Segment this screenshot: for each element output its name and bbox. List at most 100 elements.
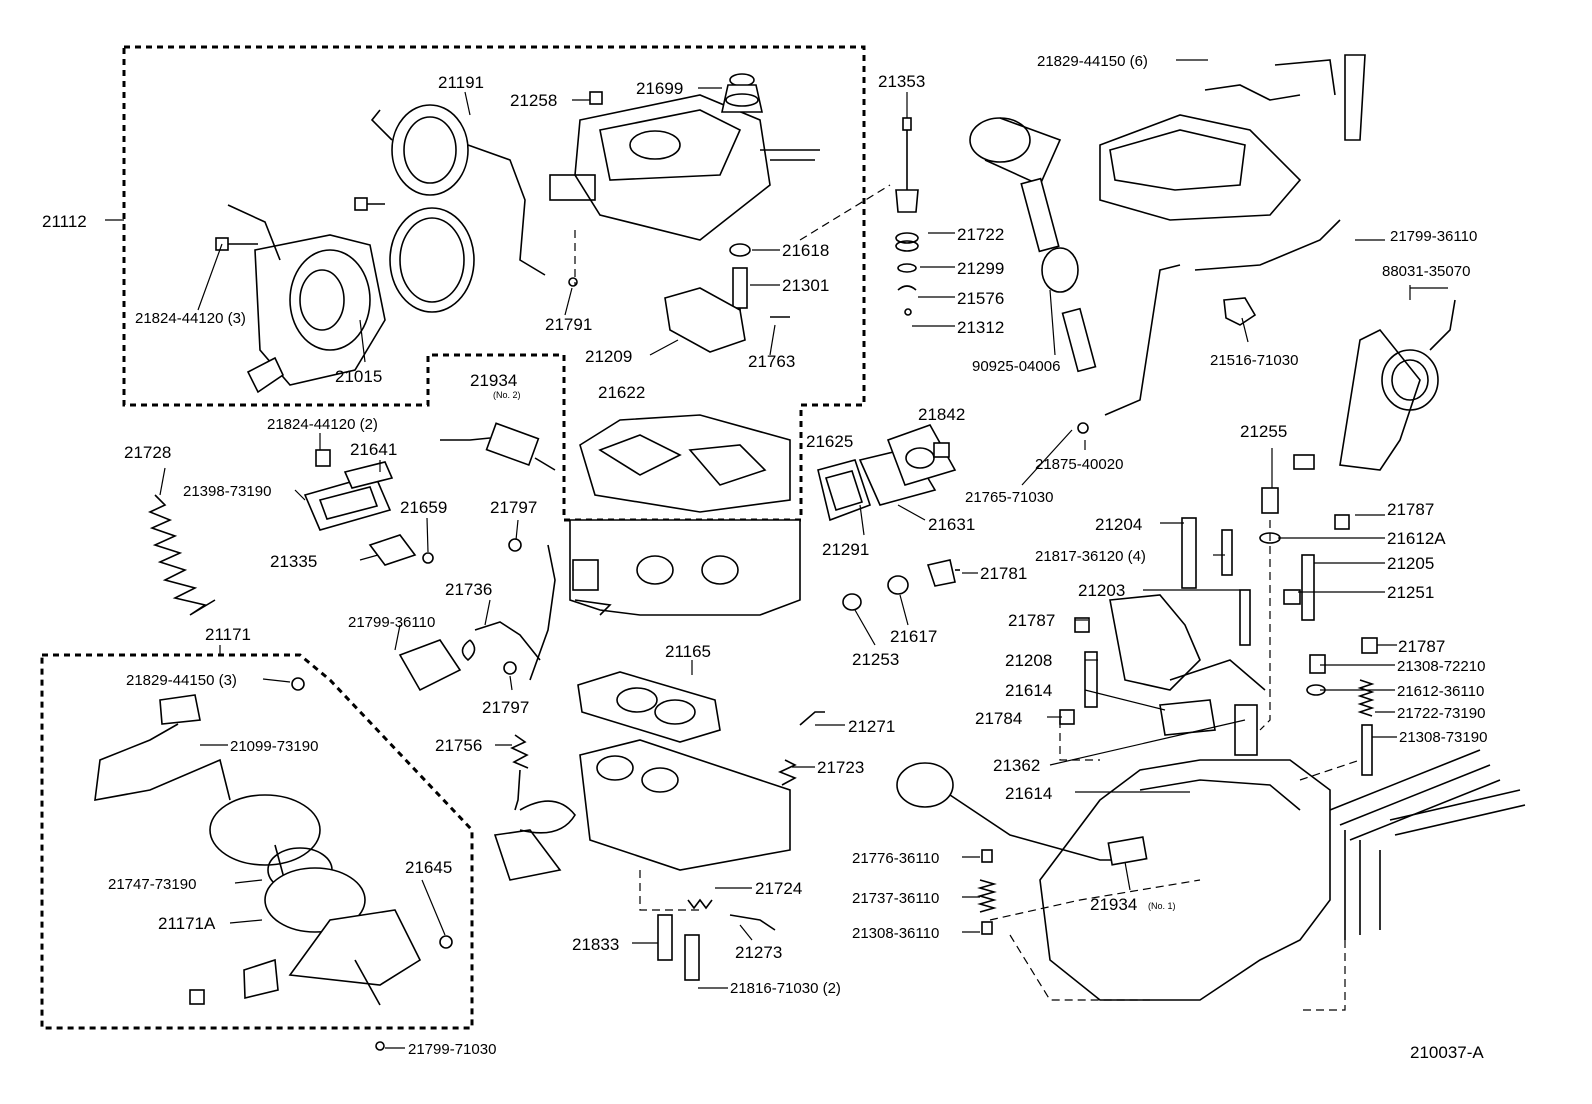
- part-label: (No. 2): [493, 390, 521, 400]
- valve-21335-part: [368, 534, 417, 566]
- part-label: 21271: [848, 717, 895, 736]
- link-rod-part: [1104, 264, 1181, 416]
- part-label: 21722-73190: [1397, 705, 1485, 722]
- top-bracket-part: [1099, 54, 1366, 271]
- part-label: 21353: [878, 72, 925, 91]
- clamp-part: [1223, 297, 1257, 326]
- part-label: 21875-40020: [1035, 456, 1123, 473]
- part-label: 21787: [1398, 637, 1445, 656]
- part-label: 21934: [470, 371, 517, 390]
- part-label: 21784: [975, 709, 1022, 728]
- needle-valve-part: [895, 117, 919, 316]
- part-label: 21797: [482, 698, 529, 717]
- part-label: 21791: [545, 315, 592, 334]
- part-label: 21817-36120 (4): [1035, 548, 1146, 565]
- choke-link-part: [398, 538, 556, 692]
- part-label: 21301: [782, 276, 829, 295]
- air-horn-part: [549, 94, 820, 241]
- part-label: 21724: [755, 879, 802, 898]
- part-label: 21842: [918, 405, 965, 424]
- part-label: 21829-44150 (6): [1037, 53, 1148, 70]
- part-label: 21576: [957, 289, 1004, 308]
- part-label: 21765-71030: [965, 489, 1053, 506]
- part-label: 21205: [1387, 554, 1434, 573]
- part-label: 21299: [957, 259, 1004, 278]
- part-label: 21631: [928, 515, 975, 534]
- part-label: 21308-72210: [1397, 658, 1485, 675]
- part-label: 21612-36110: [1397, 683, 1484, 700]
- part-label: 21736: [445, 580, 492, 599]
- gasket-21622-part: [579, 414, 791, 513]
- diaphragm-assembly-part: [94, 677, 453, 1006]
- vacuum-hoses-part: [1329, 749, 1526, 940]
- diagram-code: 210037-A: [1410, 1043, 1484, 1062]
- part-label: 21728: [124, 443, 171, 462]
- part-label: 88031-35070: [1382, 263, 1470, 280]
- choke-housing-part: [227, 204, 386, 394]
- part-label: 21209: [585, 347, 632, 366]
- part-labels: 21112 21191 21258 21699 21353 21829-4415…: [42, 53, 1487, 1062]
- part-label: 21208: [1005, 651, 1052, 670]
- throttle-positioner-part: [370, 104, 546, 276]
- part-label: 21614: [1005, 784, 1052, 803]
- screw-part: [215, 197, 385, 251]
- stack-pin-part: [977, 849, 997, 935]
- vacuum-actuator-part: [1293, 299, 1456, 471]
- part-label: 21191: [438, 73, 484, 92]
- part-label: 21787: [1008, 611, 1055, 630]
- boot-part: [721, 73, 763, 113]
- part-label: 21612A: [1387, 529, 1446, 548]
- part-label: 21645: [405, 858, 452, 877]
- part-label: 21258: [510, 91, 557, 110]
- spacer-21165-part: [577, 671, 721, 743]
- intake-manifold-part: [1039, 594, 1331, 1001]
- part-label: 21747-73190: [108, 876, 196, 893]
- part-label: 21737-36110: [852, 890, 939, 907]
- adjust-screws-part: [510, 711, 825, 981]
- part-label: 21722: [957, 225, 1004, 244]
- part-label: 21617: [890, 627, 937, 646]
- part-label: 21362: [993, 756, 1040, 775]
- flange-gaskets-part: [817, 424, 957, 522]
- part-label: 21829-44150 (3): [126, 672, 237, 689]
- part-label: 21723: [817, 758, 864, 777]
- part-label: 21625: [806, 432, 853, 451]
- part-label: 21659: [400, 498, 447, 517]
- part-label: 21641: [350, 440, 397, 459]
- part-label: 21203: [1078, 581, 1125, 600]
- part-label: 21308-36110: [852, 925, 939, 942]
- right-stack-part: [1059, 487, 1378, 776]
- solenoid-no2-part: [440, 422, 556, 471]
- part-label: 21776-36110: [852, 850, 939, 867]
- part-label: 21799-36110: [1390, 228, 1477, 245]
- choke-gasket-part: [389, 207, 475, 313]
- part-label: 21308-73190: [1399, 729, 1487, 746]
- part-label: 21204: [1095, 515, 1142, 534]
- part-label: 21799-71030: [408, 1041, 496, 1058]
- part-label: 21312: [957, 318, 1004, 337]
- part-label: 21251: [1387, 583, 1434, 602]
- part-label: 21756: [435, 736, 482, 755]
- part-label: 21763: [748, 352, 795, 371]
- part-label: 21516-71030: [1210, 352, 1298, 369]
- part-label: 21253: [852, 650, 899, 669]
- vacuum-pipe-part: [969, 117, 1097, 373]
- part-label: (No. 1): [1148, 901, 1176, 911]
- solenoid-no1-part: [896, 762, 1148, 866]
- part-label: 21335: [270, 552, 317, 571]
- cover-plate-part: [303, 461, 394, 531]
- jet-parts: [842, 559, 960, 611]
- part-label: 21618: [782, 241, 829, 260]
- part-label: 21934: [1090, 895, 1137, 914]
- assembly-lines: [574, 184, 1361, 1011]
- part-label: 21797: [490, 498, 537, 517]
- part-label: 21781: [980, 564, 1027, 583]
- part-label: 21622: [598, 383, 645, 402]
- leader-lines: [105, 59, 1448, 1051]
- part-label: 21816-71030 (2): [730, 980, 841, 997]
- part-label: 21273: [735, 943, 782, 962]
- screw-21824-part: [315, 449, 331, 467]
- part-label: 21614: [1005, 681, 1052, 700]
- part-label: 21099-73190: [230, 738, 318, 755]
